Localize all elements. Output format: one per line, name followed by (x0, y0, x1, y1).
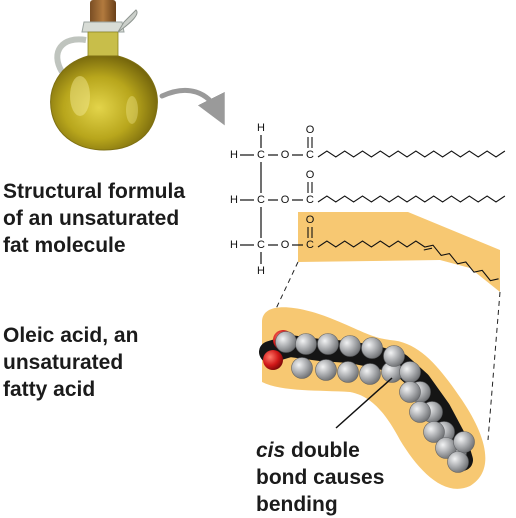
hydrogen-atom (291, 357, 313, 379)
cis-double-bond-line (423, 247, 433, 251)
caption-line: cis double (256, 437, 384, 464)
hydrogen-atom (317, 333, 339, 355)
hydrocarbon-chain (317, 195, 506, 203)
hydrogen-label: H (230, 194, 238, 206)
hydrogen-label: H (230, 239, 238, 251)
carbonyl-oxygen-label: O (306, 169, 315, 181)
carbon-label: C (306, 194, 314, 206)
hydrogen-atom (339, 335, 361, 357)
caption-line: Structural formula (3, 180, 186, 203)
pointer-arrow (159, 87, 225, 126)
carbon-label: C (257, 149, 265, 161)
hydrogen-atom (447, 451, 469, 473)
carbonyl-oxygen-label: O (306, 214, 315, 226)
caption-line: bending (256, 493, 338, 516)
caption-text: double (285, 439, 360, 462)
hydrogen-label: H (230, 149, 238, 161)
caption-line: of an unsaturated (3, 207, 180, 230)
hydrogen-atom (315, 359, 337, 381)
hydrocarbon-chain (317, 150, 506, 158)
hydrocarbon-chain (317, 240, 499, 282)
oxygen-atom (263, 350, 283, 370)
oleic-acid-space-filling-model (259, 307, 486, 489)
hydrogen-label: H (257, 122, 265, 134)
carbon-label: C (257, 194, 265, 206)
hydrogen-atom (383, 345, 405, 367)
olive-oil-jar-image (50, 0, 158, 151)
oxygen-label: O (281, 149, 290, 161)
caption-line: fatty acid (3, 378, 96, 401)
carbon-label: C (257, 239, 265, 251)
structural-formula-caption: Structural formula of an unsaturated fat… (3, 178, 185, 259)
oxygen-label: O (281, 239, 290, 251)
cis-italic-word: cis (256, 439, 286, 462)
carbonyl-oxygen-label: O (306, 124, 315, 136)
carbon-label: C (306, 149, 314, 161)
hydrogen-atom (399, 361, 421, 383)
cis-bond-pointer-line (335, 377, 393, 429)
zoom-guide-lines (265, 261, 501, 441)
hydrogen-atom (409, 401, 431, 423)
caption-line: unsaturated (3, 351, 124, 374)
hydrogen-atom (399, 381, 421, 403)
hydrogen-label: H (257, 265, 265, 277)
oleic-acid-highlight (298, 212, 500, 292)
hydrogen-atom (275, 331, 297, 353)
hydrogen-atom (361, 337, 383, 359)
carbon-label: C (306, 239, 314, 251)
hydrogen-atom (295, 333, 317, 355)
hydrogen-atom (337, 361, 359, 383)
hydrogen-atom (359, 363, 381, 385)
caption-line: fat molecule (3, 234, 126, 257)
caption-line: Oleic acid, an (3, 324, 139, 347)
caption-line: bond causes (256, 466, 385, 489)
oleic-acid-caption: Oleic acid, an unsaturated fatty acid (3, 322, 138, 403)
hydrogen-atom (423, 421, 445, 443)
cis-double-bond-caption: cis double bond causes bending (256, 437, 384, 518)
hydrogen-atom (453, 431, 475, 453)
oxygen-label: O (281, 194, 290, 206)
